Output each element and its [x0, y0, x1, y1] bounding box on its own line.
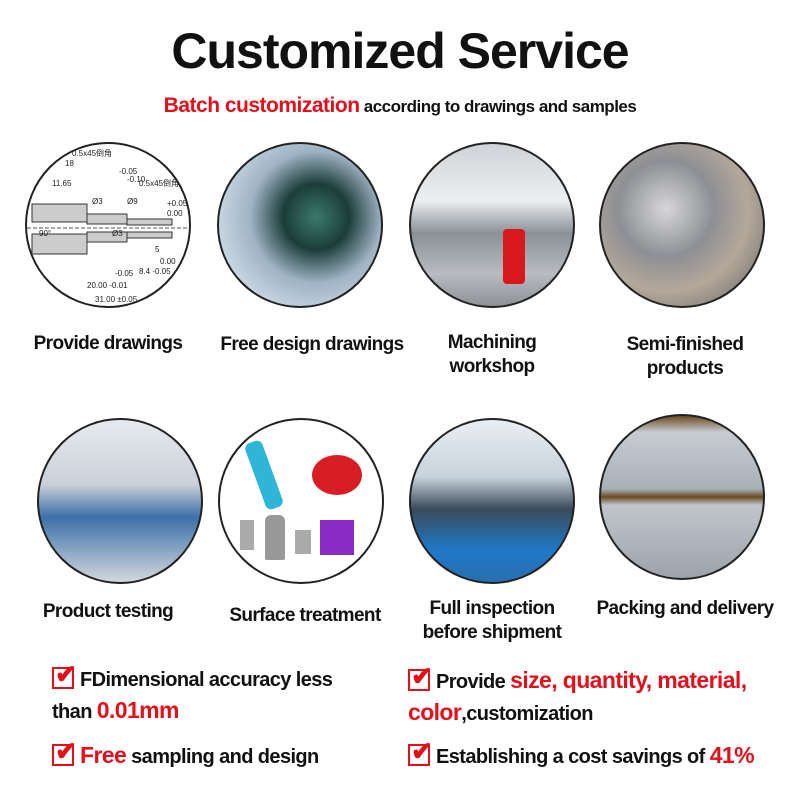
feature-text: Provide [436, 671, 511, 693]
drawing-label: Ø3 [112, 229, 123, 238]
drawing-label: +0.05 [167, 199, 188, 208]
drawing-label: 0.00 [167, 209, 183, 218]
feature-customization: Provide size, quantity, material, color,… [408, 661, 768, 729]
cad-workstation-image [217, 142, 383, 308]
drawing-label: -0.05 [119, 167, 138, 176]
drawing-label: Ø3 [92, 197, 103, 206]
inspection-line-image [409, 418, 575, 584]
subtitle: Batch customization according to drawing… [0, 94, 800, 118]
drawing-label: 5 [155, 245, 160, 254]
step-label: Surface treatment [229, 605, 381, 626]
drawing-label: 0.5x45倒角 [139, 178, 179, 188]
step-label: Packing and delivery [596, 598, 774, 619]
packed-boxes-image [599, 414, 765, 580]
step-label: Product testing [42, 601, 174, 622]
checkbox-icon [408, 661, 432, 691]
feature-highlight: Free [80, 742, 127, 768]
feature-text: FDimensional accuracy less than [52, 669, 333, 723]
checkbox-icon [52, 736, 76, 766]
checkbox-icon [52, 659, 76, 689]
step-label: Free design drawings [220, 334, 404, 355]
page-title: Customized Service [171, 23, 629, 79]
step-label: Machining workshop [447, 332, 537, 377]
step-label: Semi-finished products [626, 334, 744, 379]
drawing-label: 90° [39, 229, 51, 238]
step-label: Provide drawings [33, 333, 183, 354]
drawing-label: 18 [65, 159, 74, 168]
feature-cost-savings: Establishing a cost savings of 41% [408, 736, 755, 772]
subtitle-highlight: Batch customization [163, 94, 360, 117]
feature-text: ,customization [461, 703, 593, 725]
drawing-label: Ø9 [127, 197, 138, 206]
subtitle-rest: according to drawings and samples [359, 97, 637, 116]
drawing-label: 11.65 [52, 179, 72, 188]
drawing-label: 20.00 -0.01 [87, 281, 128, 290]
testing-lab-image [37, 418, 203, 584]
checkbox-icon [408, 736, 432, 766]
feature-text: sampling and design [126, 746, 319, 768]
technical-drawing-image: 0.5x45倒角 18 11.65 -0.05 -0.10 0.5x45倒角 Ø… [25, 142, 191, 308]
feature-free-sampling: Free sampling and design [52, 736, 319, 772]
feature-highlight: size, quantity, material, color [408, 667, 747, 725]
drawing-label: -0.05 [115, 269, 134, 278]
feature-text: Establishing a cost savings of [436, 746, 710, 768]
step-label: Full inspection before shipment [422, 598, 562, 643]
drawing-label: 0.5x45倒角 [72, 148, 112, 158]
feature-accuracy: FDimensional accuracy less than 0.01mm [52, 659, 352, 727]
feature-highlight: 41% [709, 742, 755, 768]
metal-parts-image [599, 142, 765, 308]
drawing-label: 8.4 -0.05 [139, 267, 171, 276]
drawing-label: 31.00 ±0.05 [95, 295, 138, 304]
drawing-label: -0.10 [127, 175, 146, 184]
anodized-parts-image [218, 418, 384, 584]
feature-highlight: 0.01mm [96, 697, 180, 723]
cnc-workshop-image [409, 142, 575, 308]
drawing-label: 0.00 [160, 257, 176, 266]
